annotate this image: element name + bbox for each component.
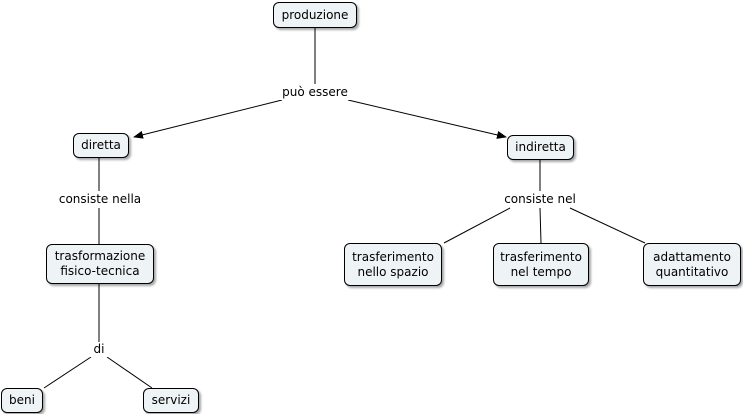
link-consiste-nel-tempo <box>539 207 542 244</box>
link-label-consiste-nel: consiste nel <box>501 192 579 207</box>
concept-adattamento-label: adattamento quantitativo <box>653 249 731 279</box>
concept-trasformazione-fisico-tecnica[interactable]: trasformazione fisico-tecnica <box>46 244 154 284</box>
concept-trasf-spazio-label: trasferimento nello spazio <box>352 249 434 279</box>
link-consiste-nel-spazio <box>443 207 511 244</box>
concept-trasferimento-nello-spazio[interactable]: trasferimento nello spazio <box>344 243 442 286</box>
concept-trasferimento-nel-tempo[interactable]: trasferimento nel tempo <box>493 243 589 286</box>
concept-adattamento-quantitativo[interactable]: adattamento quantitativo <box>643 243 741 286</box>
link-di-beni <box>43 356 92 389</box>
link-puo-essere-indiretta <box>347 99 507 139</box>
link-di-servizi <box>106 356 153 389</box>
link-label-consiste-nella: consiste nella <box>55 192 145 207</box>
concept-servizi-label: servizi <box>151 393 191 407</box>
concept-produzione-label: produzione <box>281 7 349 22</box>
link-label-puo-essere: può essere <box>278 85 352 100</box>
concept-produzione[interactable]: produzione <box>273 2 357 28</box>
link-consiste-nel-adattamento <box>569 207 646 244</box>
concept-diretta-label: diretta <box>81 138 121 152</box>
concept-trasformazione-label: trasformazione fisico-tecnica <box>54 249 146 278</box>
concept-servizi[interactable]: servizi <box>143 388 199 413</box>
concept-beni[interactable]: beni <box>1 388 43 413</box>
concept-beni-label: beni <box>9 393 35 407</box>
link-label-di: di <box>90 342 108 357</box>
concept-indiretta[interactable]: indiretta <box>507 135 574 160</box>
link-puo-essere-diretta <box>133 99 283 139</box>
concept-diretta[interactable]: diretta <box>73 133 129 158</box>
concept-indiretta-label: indiretta <box>515 140 566 154</box>
concept-trasf-tempo-label: trasferimento nel tempo <box>500 249 582 279</box>
